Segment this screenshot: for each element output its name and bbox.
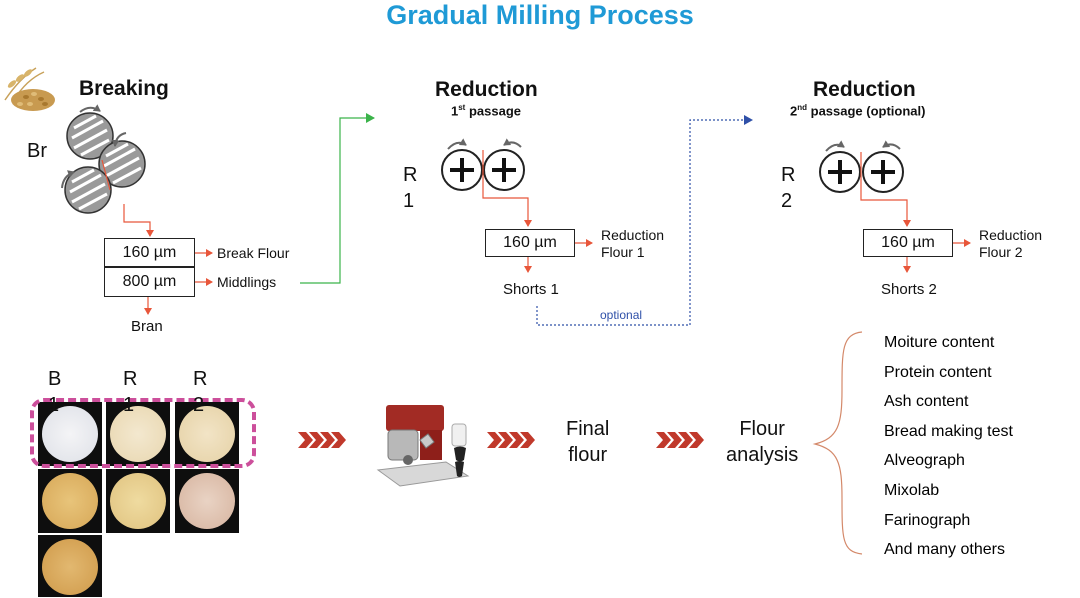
analysis-list: Moiture content Protein content Ash cont… — [884, 330, 1013, 567]
break-roll-top — [66, 112, 114, 160]
break-flour-label: Break Flour — [217, 245, 290, 261]
bran-sample-2 — [38, 535, 102, 597]
reduction1-heading: Reduction — [435, 78, 538, 101]
analysis-item: Farinograph — [884, 511, 971, 529]
optional-path-arrow — [536, 115, 753, 326]
optional-label: optional — [600, 308, 643, 322]
reduction2-sieve: 160 µm — [863, 229, 953, 257]
analysis-item: Ash content — [884, 393, 969, 411]
chevron-arrows-icon — [298, 432, 346, 448]
break-to-sieve-arrow — [123, 204, 154, 237]
break-sieve-800: 800 µm — [104, 267, 195, 297]
grind-gap-line — [101, 159, 111, 191]
shorts-sample-2 — [106, 469, 170, 533]
reduction2-heading: Reduction — [813, 78, 916, 101]
reduction2-rolls — [819, 140, 904, 193]
break-rolls — [61, 104, 146, 214]
analysis-item: Protein content — [884, 363, 992, 381]
reduction2-to-sieve-arrow — [860, 152, 911, 227]
analysis-item: Bread making test — [884, 422, 1013, 440]
diagram-title: Gradual Milling Process — [386, 0, 694, 30]
wheat-grain-icon — [4, 67, 55, 111]
shorts1-label: Shorts 1 — [503, 281, 559, 298]
flour-sample-b1 — [38, 402, 102, 466]
reduction1-rolls — [441, 138, 525, 191]
reduction1-to-sieve-arrow — [482, 150, 532, 227]
highlight-frame — [30, 398, 256, 468]
bran-sample-1 — [175, 469, 239, 533]
laboratory-mill-icon — [376, 405, 470, 487]
analysis-item: Moiture content — [884, 334, 995, 351]
reduction1-sieve: 160 µm — [485, 229, 575, 257]
analysis-item: Mixolab — [884, 481, 940, 499]
breaking-heading: Breaking — [79, 77, 169, 100]
break-sieve-160: 160 µm — [104, 238, 195, 267]
middlings-to-reduction-arrow — [300, 113, 375, 284]
rotation-arrow-icon — [503, 138, 522, 148]
bran-label: Bran — [131, 318, 163, 335]
break-roll-bottom — [64, 166, 112, 214]
reduction1-passage: 1st passage — [451, 103, 522, 119]
rotation-arrow-icon — [79, 104, 101, 113]
break-roll-label: Br — [27, 140, 47, 162]
rotation-arrow-icon — [61, 170, 75, 189]
chevron-arrows-icon — [487, 432, 535, 448]
analysis-bracket — [812, 331, 863, 555]
shorts2-label: Shorts 2 — [881, 281, 937, 298]
reduction2-passage: 2nd passage (optional) — [790, 103, 926, 119]
shorts-sample-1 — [38, 469, 102, 533]
rotation-arrow-icon — [825, 140, 845, 152]
break-roll-right — [98, 140, 146, 188]
rotation-arrow-icon — [111, 132, 127, 147]
analysis-item: Alveograph — [884, 452, 965, 470]
rotation-arrow-icon — [447, 138, 467, 150]
flour-sample-r2 — [175, 402, 239, 466]
middlings-label: Middlings — [217, 274, 277, 290]
rotation-arrow-icon — [882, 140, 901, 150]
flour-sample-r1 — [106, 402, 170, 466]
analysis-item: And many others — [884, 541, 1005, 559]
chevron-arrows-icon — [656, 432, 704, 448]
